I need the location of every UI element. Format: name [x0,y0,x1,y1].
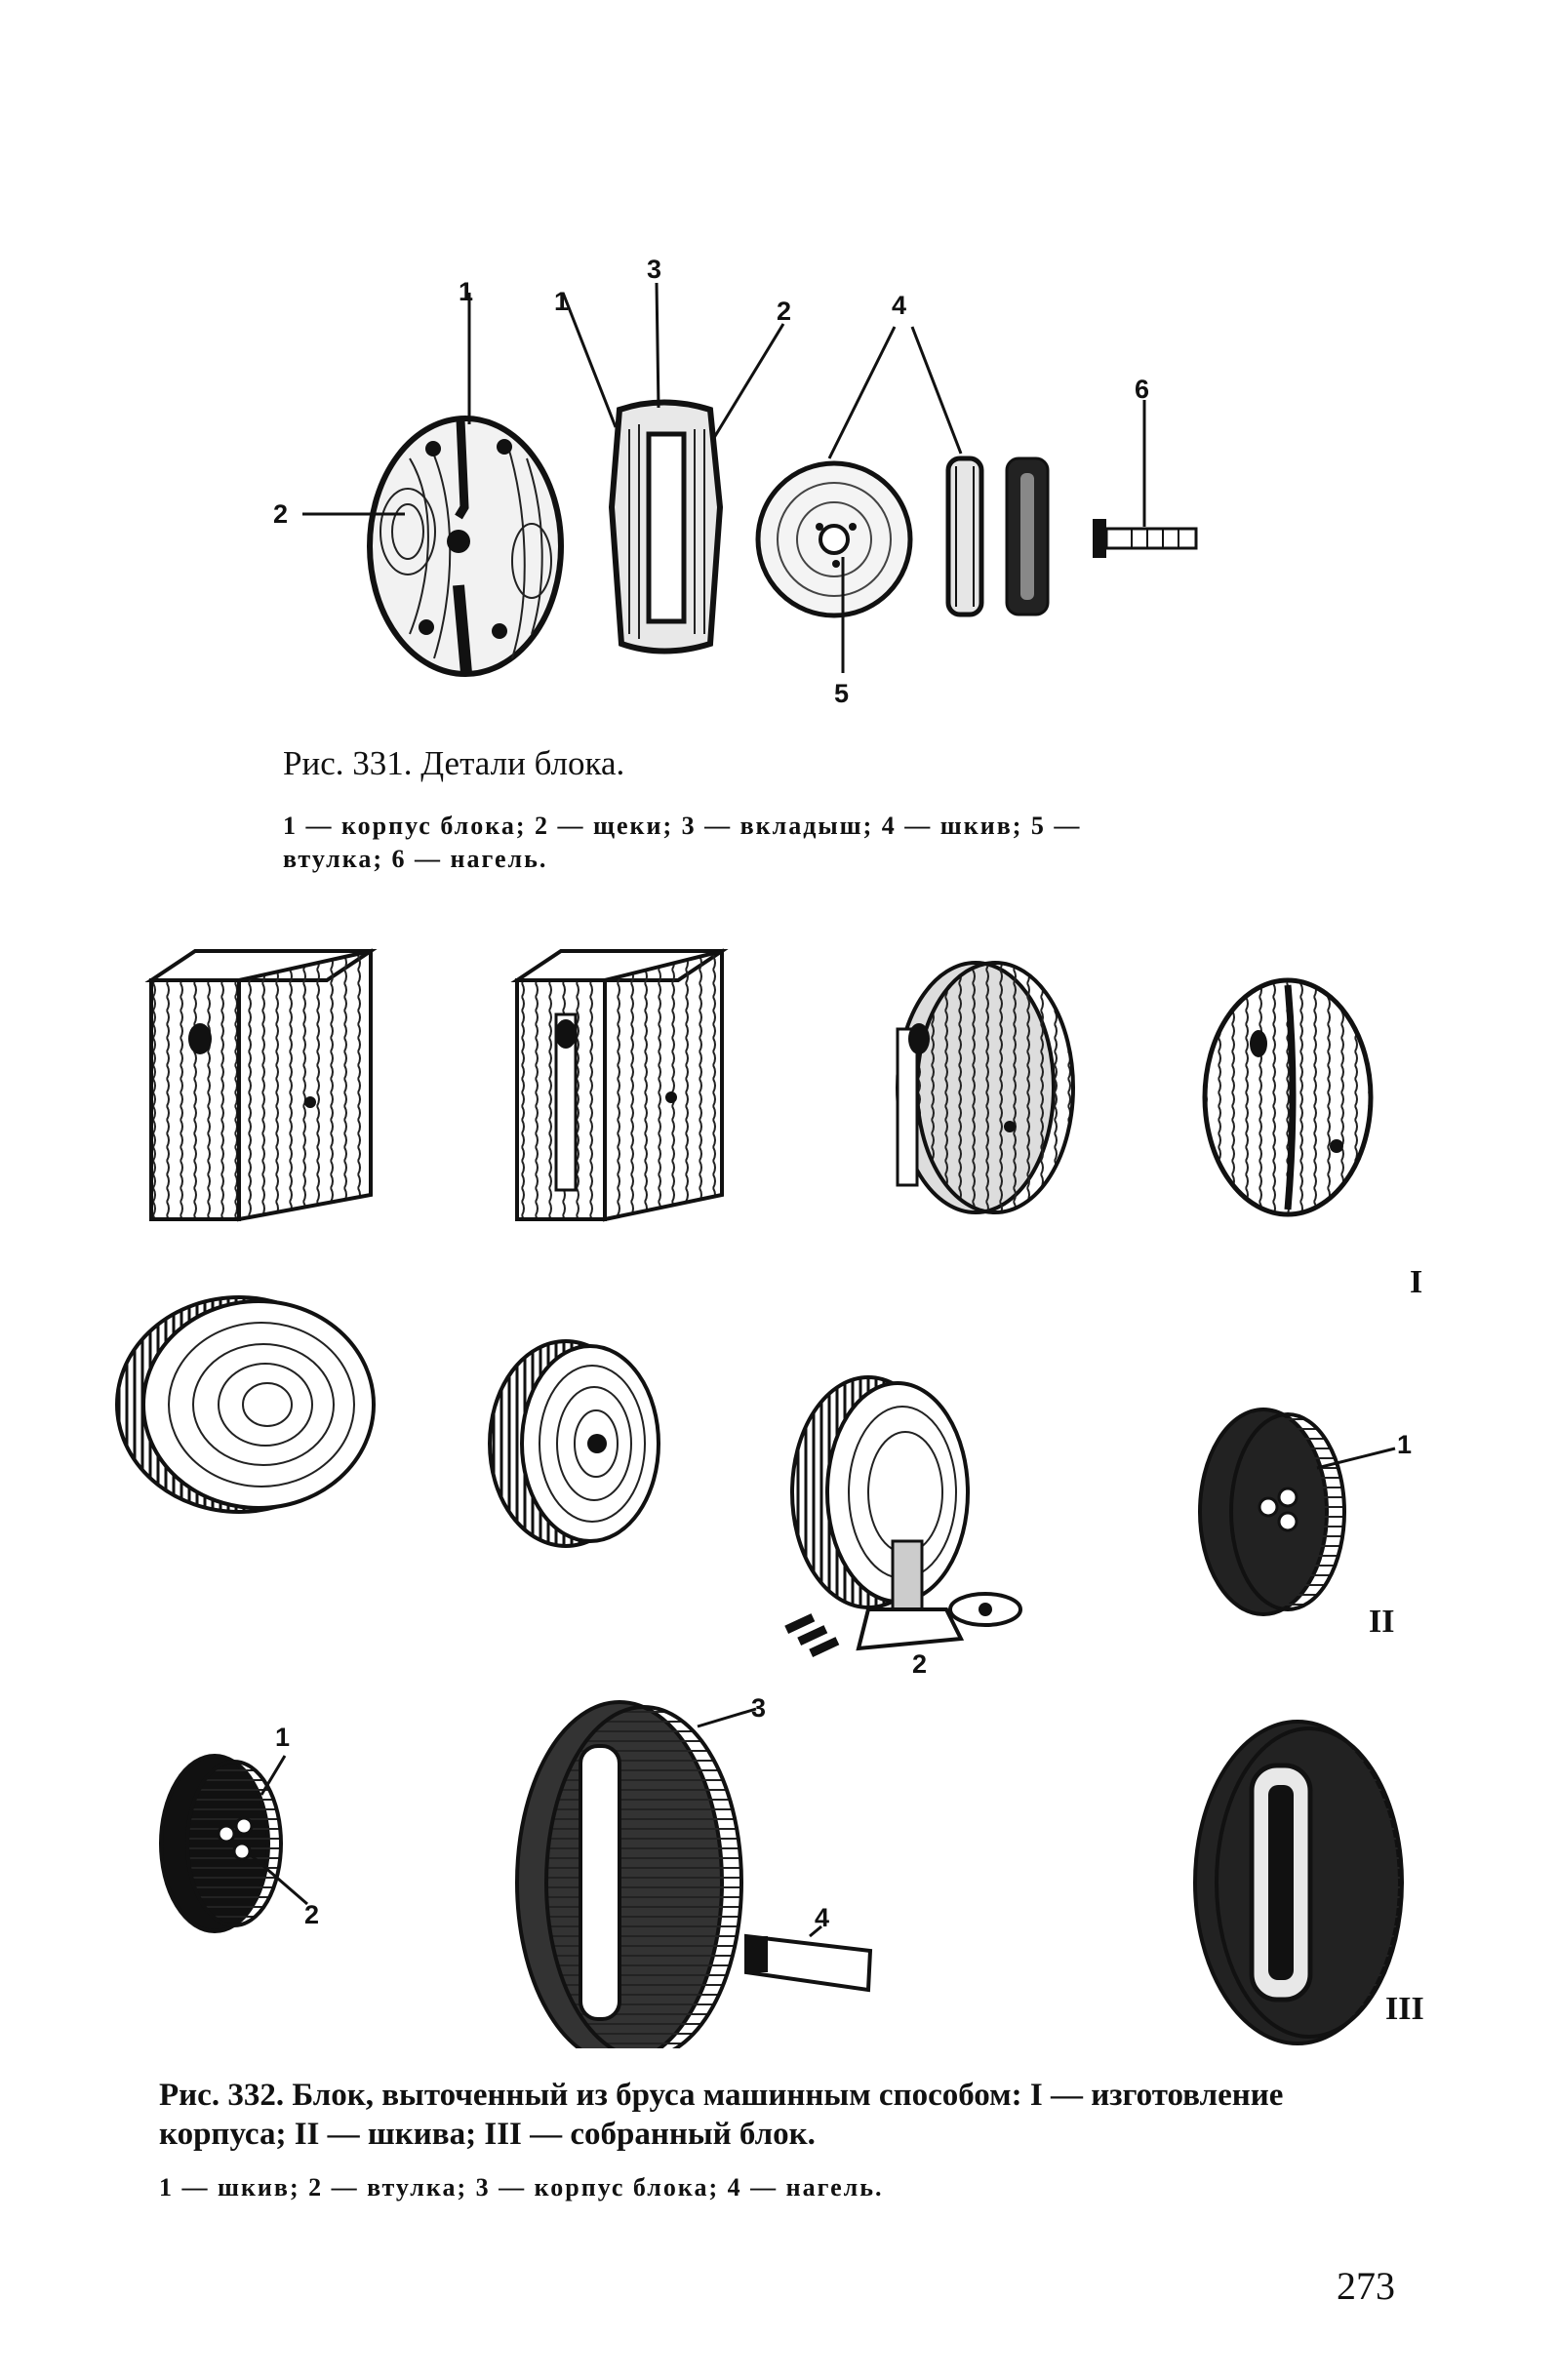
callout-1-insert: 1 [554,287,569,316]
callout-2-body: 2 [273,499,288,529]
callout-3-insert: 3 [647,255,661,284]
sheave-part [755,326,913,673]
stage-1-rough-block [144,948,378,1222]
callout-4-sheave: 4 [892,291,906,320]
sheave-side-views [910,326,1050,617]
callout-2-insert: 2 [777,297,791,326]
stage-3-pin [744,1924,873,1993]
figure-331-legend-line-2: втулка; 6 — нагель. [283,845,548,873]
insert-part [561,282,785,654]
stage-2-sheave-blank [115,1295,376,1514]
figure-332-title-line-2: корпуса; II — шкива; III — собранный бло… [159,2117,816,2152]
callout-6-pin: 6 [1135,375,1149,404]
figure-331-legend-line-1: 1 — корпус блока; 2 — щеки; 3 — вкладыш;… [283,812,1082,840]
figure-332-legend: 1 — шкив; 2 — втулка; 3 — корпус блока; … [159,2173,884,2202]
stage-3-sheave-detail [159,1754,308,1933]
callout-2-bushing-II: 2 [912,1649,927,1679]
callout-2-bushing-III: 2 [304,1900,319,1929]
stage-1-finished-body [1202,977,1374,1217]
figure-331-title: Рис. 331. Детали блока. [283,744,625,782]
stage-2-sheave-with-bushing [784,1375,1022,1657]
figure-331-illustration: 1 1 3 2 2 4 6 5 [273,255,1198,708]
stage-2-finished-sheave [1198,1408,1396,1616]
figure-332-title-line-1: Рис. 332. Блок, выточенный из бруса маши… [159,2078,1284,2113]
stage-label-I: I [1410,1264,1422,1300]
callout-1-sheave-III: 1 [275,1723,290,1752]
figure-332-illustration: I II III 1 2 1 2 3 4 [115,948,1424,2048]
stage-3-assembled-block [1193,1720,1404,2045]
pin-part [1093,400,1198,558]
stage-label-III: III [1385,1991,1424,2027]
callout-1-body: 1 [459,277,473,306]
callout-3-body-III: 3 [751,1693,766,1723]
callout-5-bushing: 5 [834,679,849,708]
stage-2-sheave-turned [488,1339,660,1548]
stage-label-II: II [1369,1604,1394,1640]
stage-3-block-body [515,1700,757,2048]
stage-1-rounded-block [896,961,1075,1214]
stage-1-slotted-block [510,948,729,1222]
page-number: 273 [1337,2264,1395,2308]
callout-1-sheave-II: 1 [1397,1430,1412,1459]
callout-4-pin-III: 4 [815,1903,829,1932]
block-body-part [302,293,564,677]
